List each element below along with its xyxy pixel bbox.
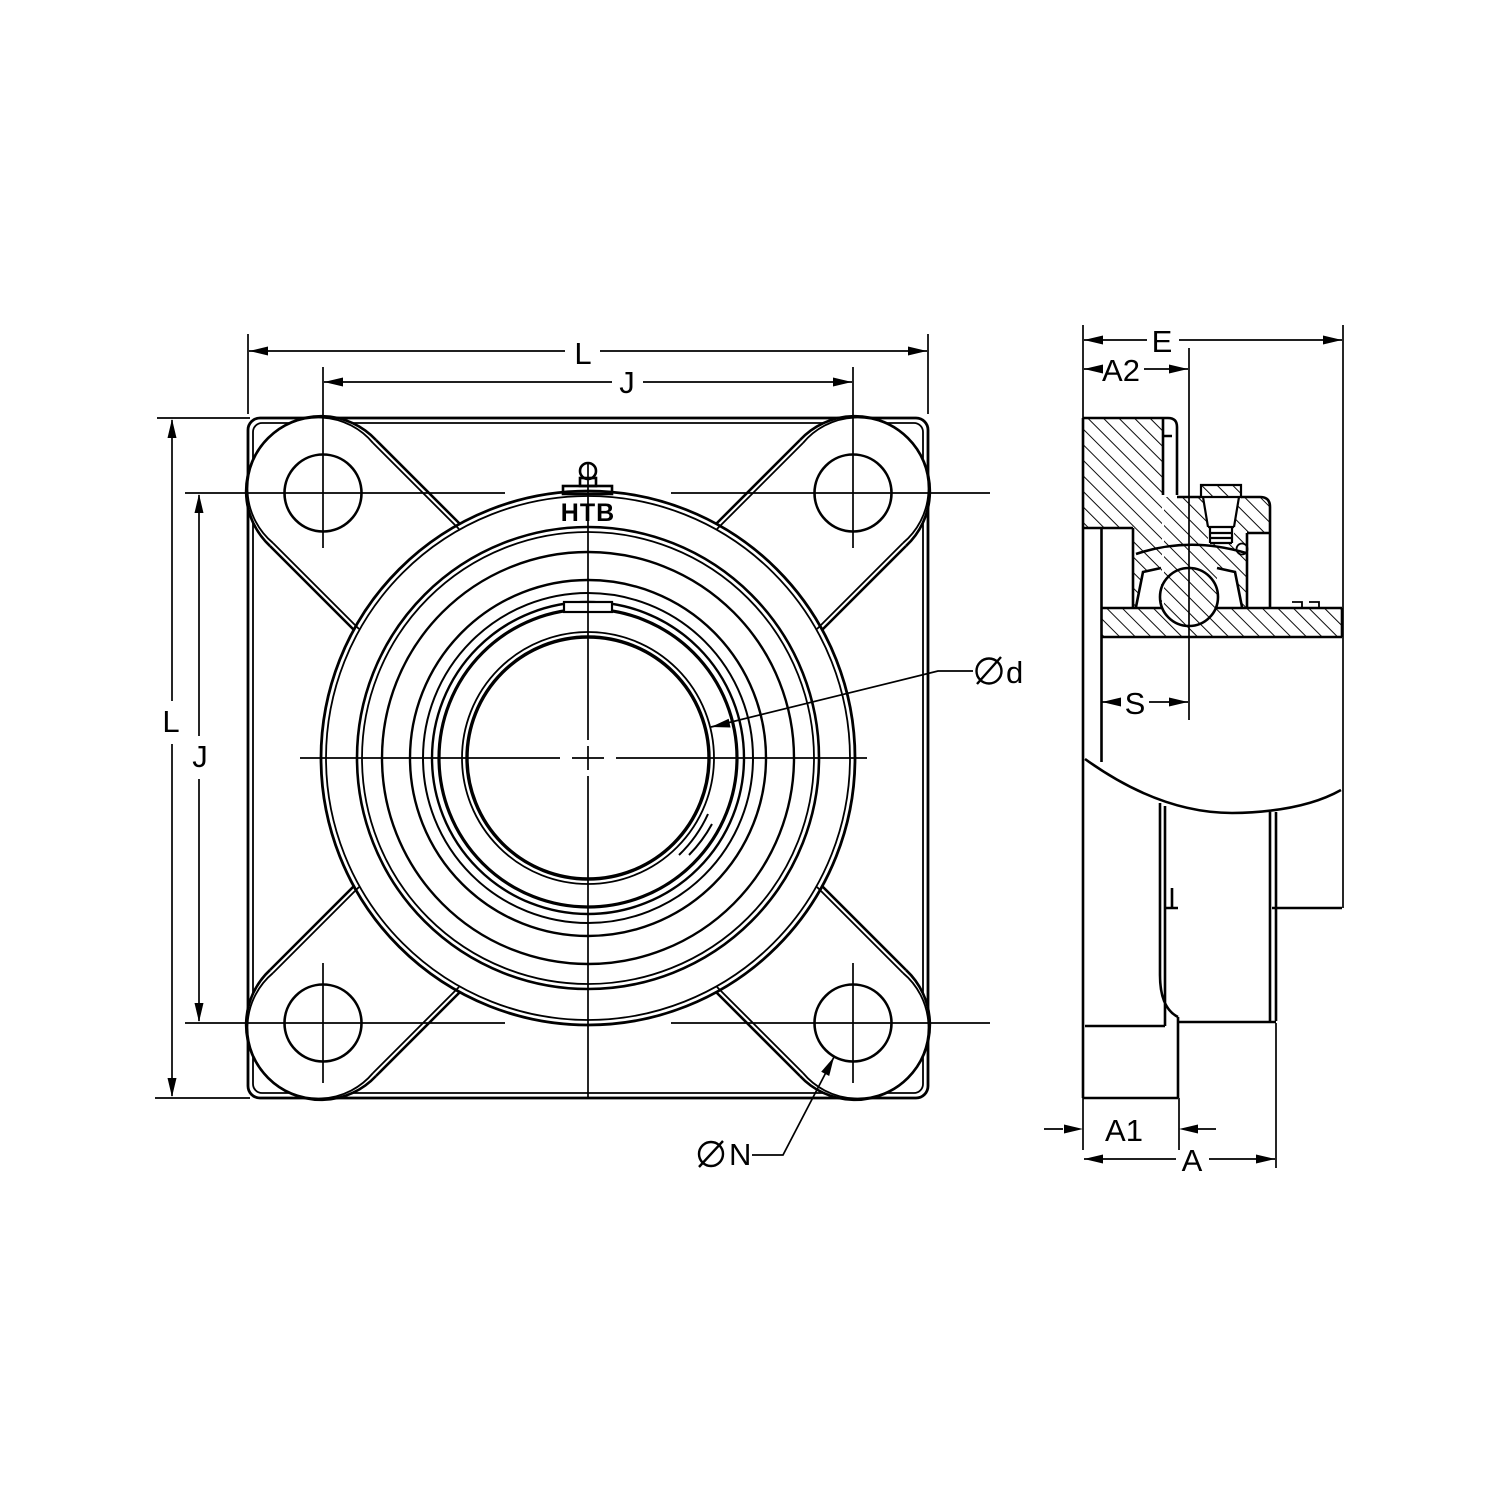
arrowhead-left bbox=[1102, 697, 1121, 707]
dim-lines bbox=[247, 334, 929, 414]
dim-label-A: A bbox=[1182, 1143, 1203, 1178]
dim-L-left: L bbox=[155, 417, 250, 1099]
arrowhead-right bbox=[1179, 1124, 1198, 1134]
setscrew-cap-section bbox=[1201, 485, 1241, 497]
setscrew-arcs bbox=[678, 813, 713, 856]
leader-arrowhead bbox=[821, 1057, 834, 1076]
dim-J-top: J bbox=[324, 365, 852, 400]
arrowhead-bottom bbox=[167, 1078, 177, 1097]
front-view: HTB L J L J bbox=[155, 334, 1023, 1172]
grease-zerk bbox=[561, 461, 614, 496]
dim-label-A2: A2 bbox=[1102, 353, 1140, 388]
arrowhead-left bbox=[1084, 364, 1103, 374]
flange-outlines bbox=[1081, 416, 1180, 1100]
arrowhead-left bbox=[1084, 1154, 1103, 1164]
dim-L-top: L bbox=[247, 334, 929, 414]
leader-bore-diameter: d bbox=[710, 655, 1023, 728]
brand-marking: HTB bbox=[561, 499, 615, 527]
leader-line bbox=[710, 670, 973, 728]
collar-setscrew-marks bbox=[1292, 601, 1320, 608]
arrowhead-right bbox=[833, 377, 852, 387]
side-view: E A2 S A1 A bbox=[1044, 324, 1344, 1178]
housing-and-sleeve-section bbox=[1101, 497, 1342, 637]
web-lines-inner bbox=[272, 442, 460, 630]
leader-arrowhead bbox=[711, 718, 731, 728]
flange-recess-white bbox=[1084, 528, 1133, 608]
dim-label-L-top: L bbox=[574, 336, 591, 371]
diameter-symbol-icon bbox=[697, 1140, 725, 1168]
arrowhead-left bbox=[324, 377, 343, 387]
arrowhead-right bbox=[1169, 364, 1188, 374]
dim-A: A bbox=[1084, 1143, 1275, 1178]
diameter-symbol-icon bbox=[975, 656, 1003, 685]
housing-lower-outlines bbox=[1084, 757, 1342, 1024]
arrowhead-left bbox=[1064, 1124, 1083, 1134]
arrowhead-left bbox=[249, 346, 268, 356]
arrowhead-top bbox=[167, 419, 177, 438]
boss-fill bbox=[246, 416, 460, 630]
dim-A2: A2 bbox=[1084, 353, 1188, 388]
side-extension-lines bbox=[1082, 325, 1344, 1168]
diameter-circle bbox=[697, 1140, 725, 1168]
unsectioned-areas bbox=[1084, 419, 1270, 608]
bolt-hole-crosshairs bbox=[185, 367, 990, 1083]
arrowhead-bottom bbox=[194, 1003, 204, 1022]
dim-label-J-top: J bbox=[619, 365, 635, 400]
arrowhead-left bbox=[1084, 335, 1103, 345]
dim-label-L-left: L bbox=[162, 704, 179, 739]
lube-hole bbox=[1235, 542, 1249, 556]
arrowhead-right bbox=[1323, 335, 1342, 345]
setscrew-outlines bbox=[1199, 483, 1243, 545]
setscrew-tip-white bbox=[1208, 527, 1234, 543]
dim-label-J-left: J bbox=[192, 739, 208, 774]
leader-line bbox=[752, 1056, 835, 1156]
dim-lines bbox=[155, 417, 250, 1099]
diameter-slash bbox=[698, 1140, 724, 1168]
corner-boss-top-left bbox=[244, 414, 461, 631]
bolt-letter: N bbox=[729, 1137, 751, 1172]
collar-strip-white bbox=[1247, 533, 1270, 607]
centerlines bbox=[300, 463, 867, 1098]
dim-label-E: E bbox=[1152, 324, 1173, 359]
flange-section bbox=[1084, 419, 1162, 607]
boss-slot-white bbox=[1164, 419, 1177, 495]
bore-letter: d bbox=[1006, 655, 1023, 690]
boss-arc-inner bbox=[246, 416, 374, 544]
web-lines-outer bbox=[269, 439, 461, 631]
arrowhead-right bbox=[1169, 697, 1188, 707]
section-hatch bbox=[1084, 419, 1342, 637]
arrowhead-right bbox=[908, 346, 927, 356]
dim-label-S: S bbox=[1125, 686, 1146, 721]
dim-label-A1: A1 bbox=[1105, 1113, 1143, 1148]
dim-S: S bbox=[1102, 686, 1188, 721]
diameter-circle bbox=[975, 657, 1003, 685]
dim-J-left: J bbox=[192, 494, 208, 1022]
dim-E: E bbox=[1084, 324, 1342, 359]
dim-A1: A1 bbox=[1044, 1113, 1216, 1148]
leader-bolt-diameter: N bbox=[697, 1056, 835, 1172]
arrowhead-right bbox=[1256, 1154, 1275, 1164]
diameter-slash bbox=[976, 656, 1002, 685]
zerk-base bbox=[561, 484, 614, 496]
arrowhead-top bbox=[194, 494, 204, 513]
setscrew-body-white bbox=[1203, 497, 1239, 527]
